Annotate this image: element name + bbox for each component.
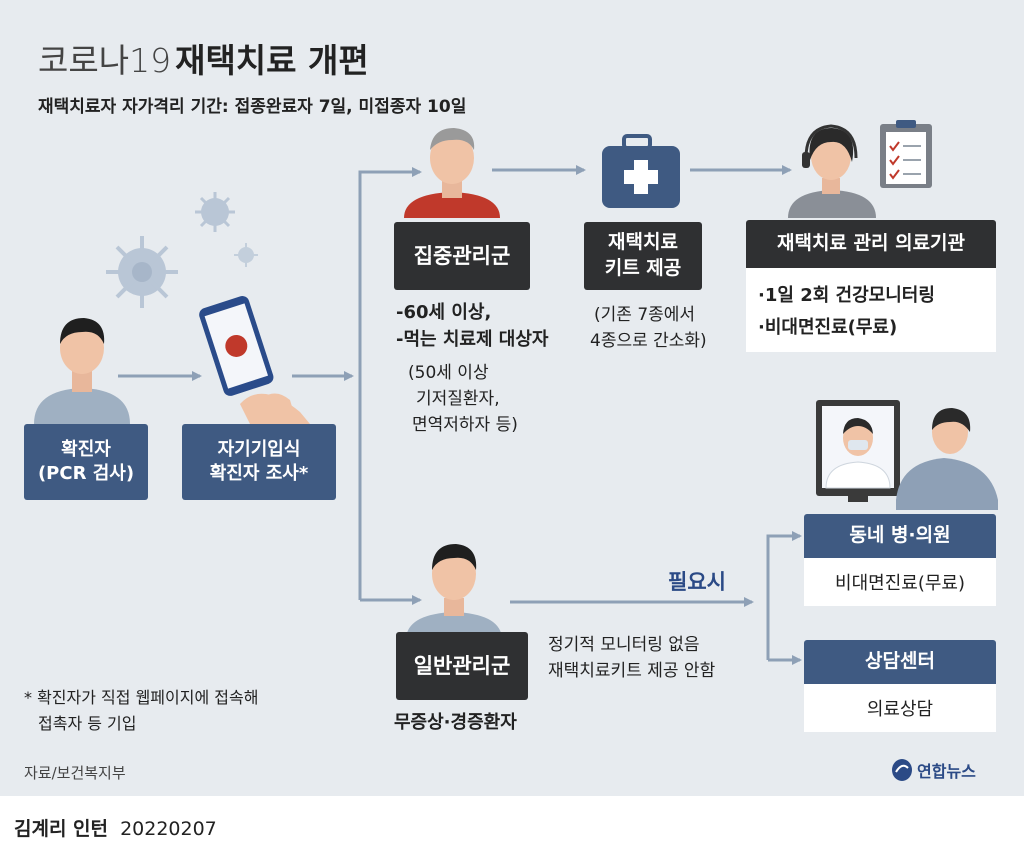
intensive-person-illustration [404,128,500,218]
flow-arrows [34,120,998,665]
logo-text: 연합뉴스 [917,762,976,781]
intensive-criteria-1: -60세 이상, [396,302,492,323]
intensive-note-2: 기저질환자, [416,389,500,409]
virus-icon [195,192,235,232]
subtitle: 재택치료자 자가격리 기간: 접종완료자 7일, 미접종자 10일 [38,97,467,117]
credit-author: 김계리 인턴 [14,818,109,840]
counseling-center-content: 의료상담 [804,684,996,732]
when-needed-label: 필요시 [668,570,726,594]
title-main: 재택치료 개편 [175,41,369,80]
medical-institution-content: ·1일 2회 건강모니터링 ·비대면진료(무료) [746,268,996,352]
arrow-branch-intensive [358,167,422,600]
general-person-illustration [406,544,502,640]
intensive-criteria-2: -먹는 치료제 대상자 [396,329,549,350]
virus-icon [234,243,258,267]
medical-kit-illustration [602,134,680,208]
medical-institution-label: 재택치료 관리 의료기관 [746,220,996,268]
local-clinic-label: 동네 병·의원 [804,514,996,558]
footnote-line-2: 접촉자 등 기입 [38,714,137,733]
clipboard-illustration [880,120,932,188]
arrow-to-local-clinic [766,531,802,660]
counseling-center-label: 상담센터 [804,640,996,684]
institution-item-2: ·비대면진료(무료) [758,317,898,338]
footnote-line-1: * 확진자가 직접 웹페이지에 접속해 [24,688,259,707]
phone-illustration [199,295,310,424]
confirmed-label: 확진자 (PCR 검사) [24,424,148,500]
credit-line: 김계리 인턴 20220207 [14,814,217,841]
yonhap-logo: 연합뉴스 [890,758,976,782]
intensive-group-label: 집중관리군 [394,222,530,290]
kit-note-2: 4종으로 간소화) [590,331,707,351]
local-clinic-content: 비대면진료(무료) [804,558,996,606]
intensive-note-3: 면역저하자 등) [412,415,518,435]
title-prefix: 코로나19 [38,41,172,80]
intensive-note-1: (50세 이상 [408,363,489,383]
confirmed-person-illustration [34,318,130,424]
general-group-label: 일반관리군 [396,632,528,700]
credit-date: 20220207 [120,818,217,840]
virus-icon [106,236,178,308]
general-note-2: 재택치료키트 제공 안함 [548,661,716,681]
self-report-label: 자기기입식 확진자 조사* [182,424,336,500]
nurse-illustration [788,124,876,218]
general-note-1: 정기적 모니터링 없음 [548,635,700,655]
kit-note-1: (기존 7종에서 [594,305,696,325]
telemedicine-illustration [816,400,998,510]
yonhap-logo-icon [892,759,912,781]
source-text: 자료/보건복지부 [24,764,126,782]
institution-item-1: ·1일 2회 건강모니터링 [758,285,935,306]
general-group-desc: 무증상·경증환자 [394,712,517,733]
kit-label: 재택치료 키트 제공 [584,222,702,290]
